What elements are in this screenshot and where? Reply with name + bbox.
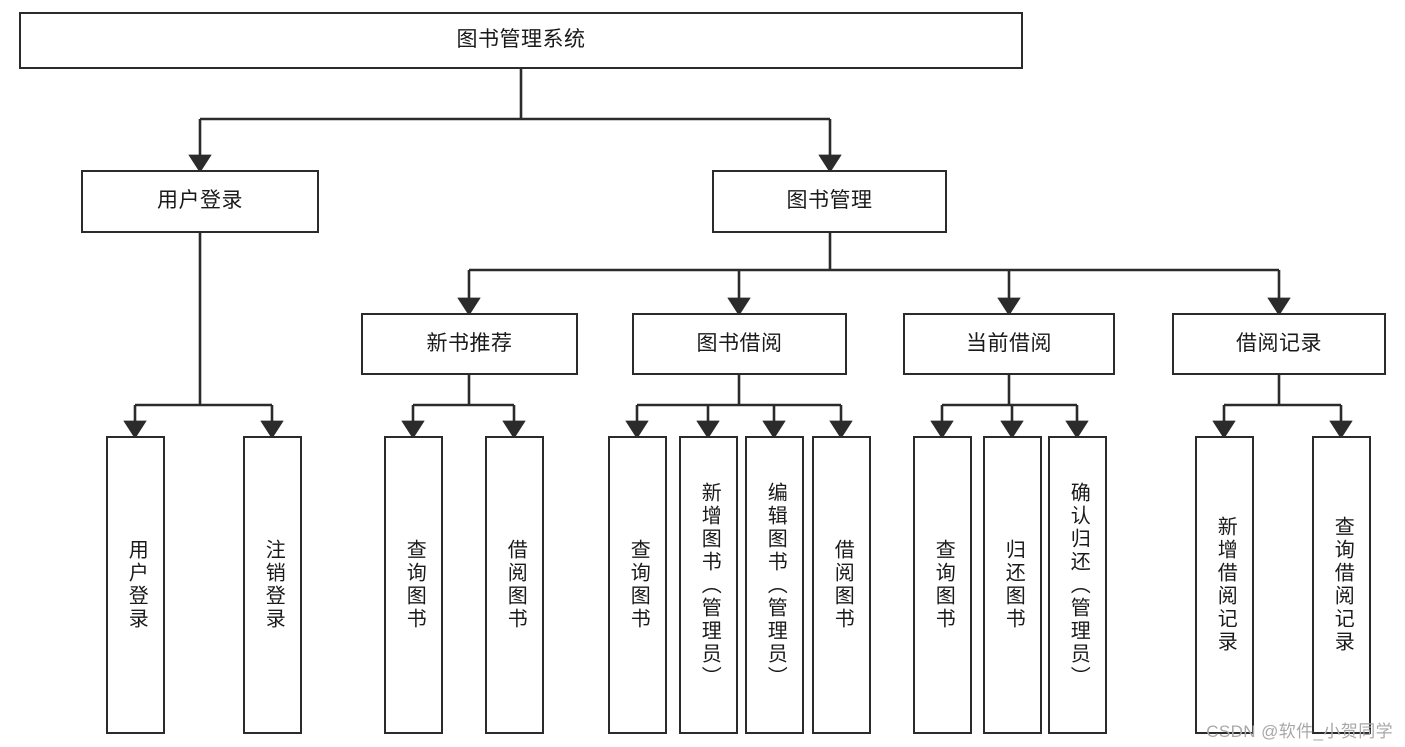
node-leaf-return-book[interactable]: 归还图书 [983,436,1042,734]
node-new-book-recommend[interactable]: 新书推荐 [361,313,578,375]
node-leaf-query-book-2-label: 查询图书 [627,539,650,631]
node-leaf-logout-label: 注销登录 [262,539,285,631]
node-leaf-query-book-2[interactable]: 查询图书 [608,436,667,734]
node-leaf-add-record[interactable]: 新增借阅记录 [1195,436,1254,734]
node-leaf-query-book-1-label: 查询图书 [403,539,426,631]
node-leaf-confirm-return[interactable]: 确认归还（管理员） [1048,436,1107,734]
node-root[interactable]: 图书管理系统 [19,12,1023,69]
node-leaf-query-record[interactable]: 查询借阅记录 [1312,436,1371,734]
node-leaf-borrow-book-2[interactable]: 借阅图书 [812,436,871,734]
node-leaf-return-book-label: 归还图书 [1002,539,1025,631]
node-root-label: 图书管理系统 [456,28,586,52]
node-leaf-query-record-label: 查询借阅记录 [1331,516,1354,654]
node-book-borrow-label: 图书借阅 [696,331,783,355]
node-leaf-borrow-book-1-label: 借阅图书 [504,539,527,631]
node-leaf-confirm-return-label: 确认归还（管理员） [1067,481,1090,689]
node-borrow-record[interactable]: 借阅记录 [1172,313,1386,375]
node-user-login[interactable]: 用户登录 [81,170,319,233]
node-new-book-recommend-label: 新书推荐 [426,331,513,355]
node-leaf-user-login-label: 用户登录 [125,539,148,631]
node-leaf-query-book-3[interactable]: 查询图书 [913,436,972,734]
node-leaf-add-book-label: 新增图书（管理员） [698,481,721,689]
node-leaf-borrow-book-2-label: 借阅图书 [831,539,854,631]
node-leaf-query-book-3-label: 查询图书 [932,539,955,631]
node-borrow-record-label: 借阅记录 [1236,331,1322,355]
node-user-login-label: 用户登录 [157,189,243,213]
node-leaf-borrow-book-1[interactable]: 借阅图书 [485,436,544,734]
node-current-borrow[interactable]: 当前借阅 [903,313,1115,375]
node-leaf-query-book-1[interactable]: 查询图书 [384,436,443,734]
node-leaf-logout[interactable]: 注销登录 [243,436,302,734]
node-leaf-add-book[interactable]: 新增图书（管理员） [679,436,738,734]
watermark-text: CSDN @软件_小贺同学 [1206,722,1393,741]
node-book-manage[interactable]: 图书管理 [712,170,947,233]
node-current-borrow-label: 当前借阅 [966,331,1052,355]
node-leaf-add-record-label: 新增借阅记录 [1214,516,1237,654]
node-leaf-edit-book-label: 编辑图书（管理员） [764,481,787,689]
node-book-borrow[interactable]: 图书借阅 [632,313,847,375]
node-leaf-user-login[interactable]: 用户登录 [106,436,165,734]
node-leaf-edit-book[interactable]: 编辑图书（管理员） [745,436,804,734]
node-book-manage-label: 图书管理 [786,189,873,213]
